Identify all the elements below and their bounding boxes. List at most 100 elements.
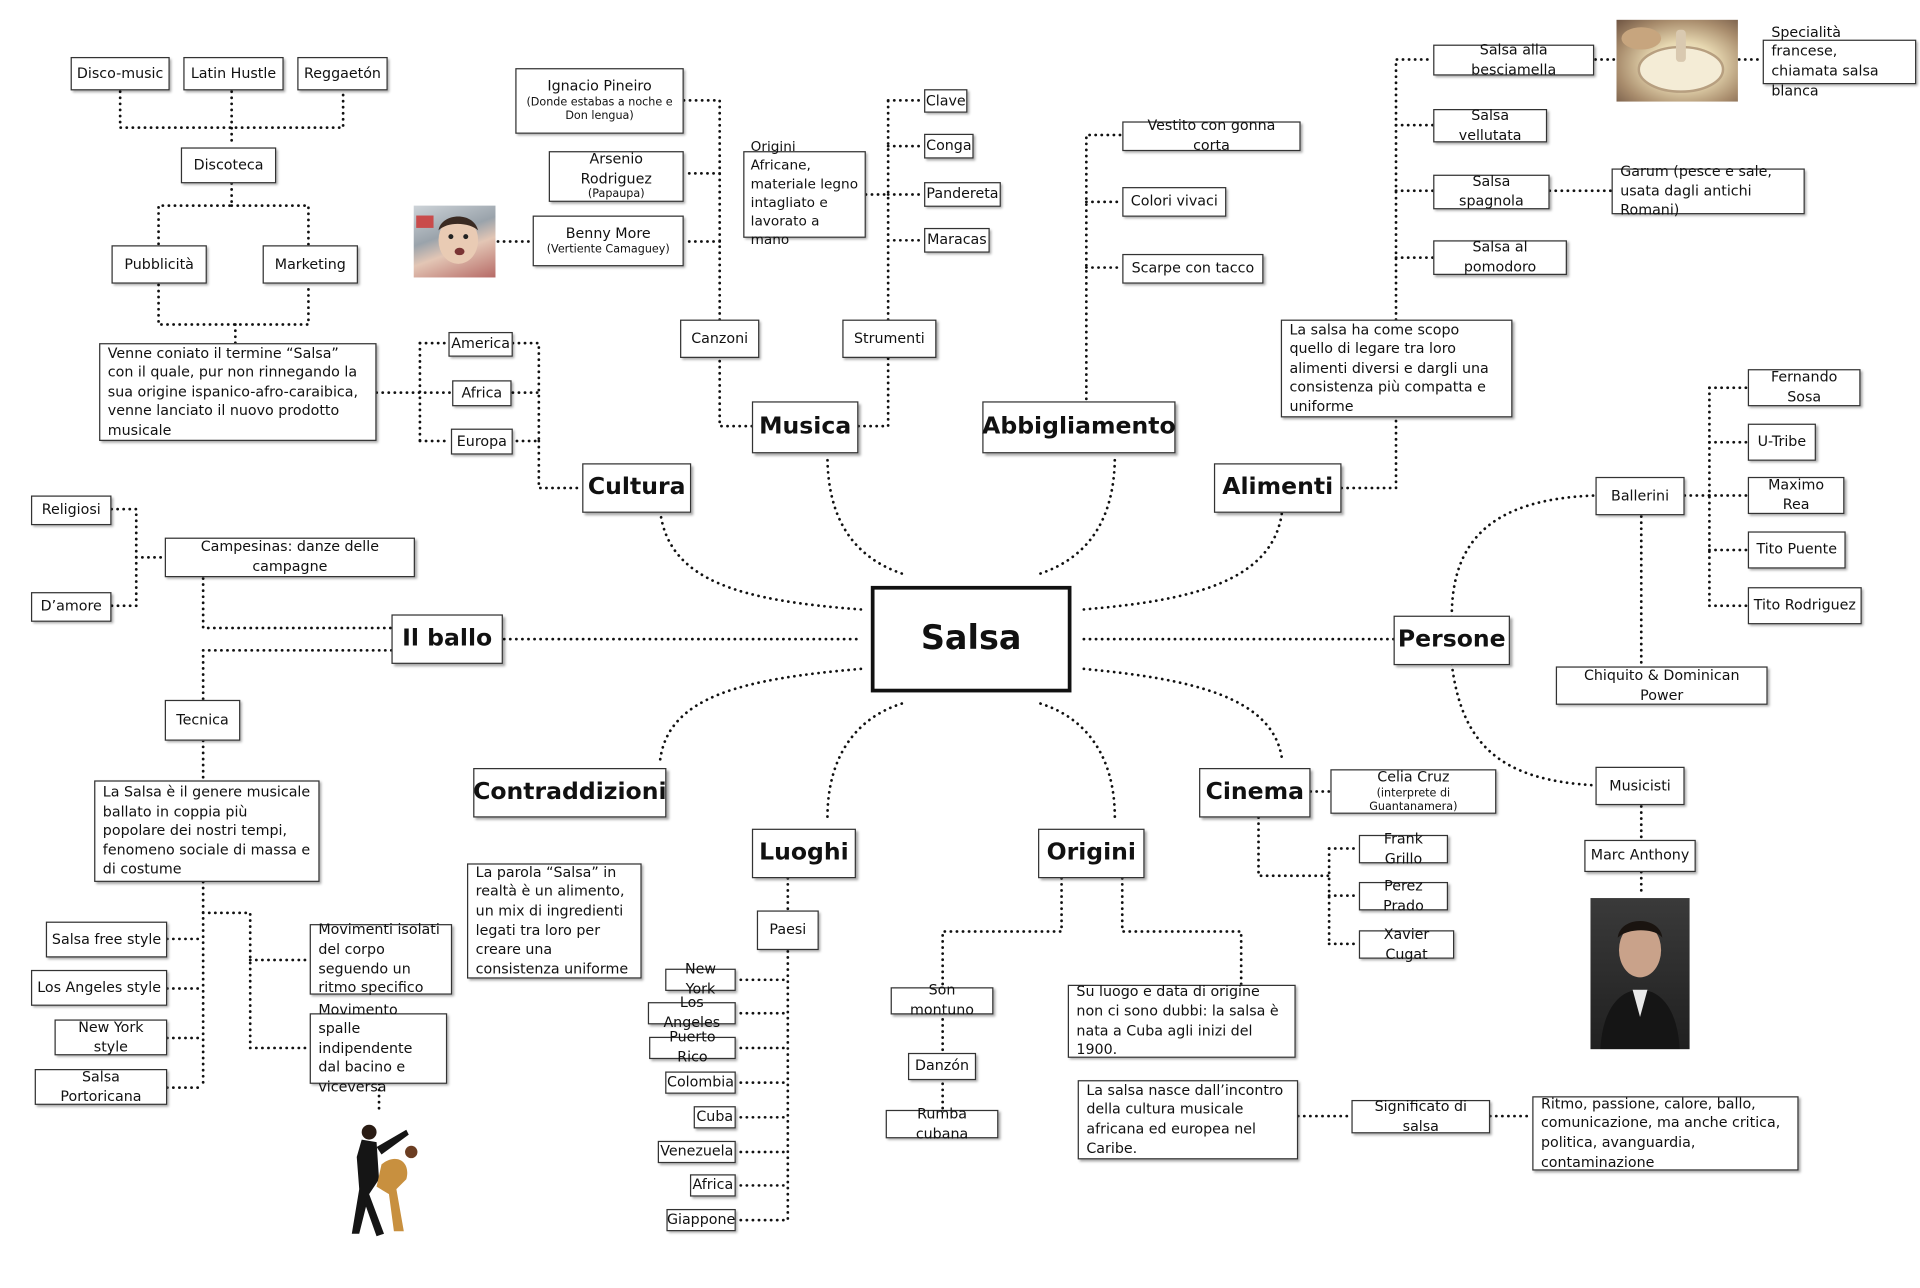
node-significato[interactable]: Significato di salsa — [1351, 1097, 1491, 1134]
node-luogo-data[interactable]: Su luogo e data di origine non ci sono d… — [1067, 983, 1296, 1058]
place-venezuela[interactable]: Venezuela — [657, 1140, 736, 1164]
topic-alimenti[interactable]: Alimenti — [1213, 463, 1342, 513]
place-new-york[interactable]: New York — [665, 961, 736, 997]
node-clave[interactable]: Clave — [924, 89, 968, 113]
face-icon — [416, 215, 479, 264]
node-danzon[interactable]: Danzón — [907, 1052, 977, 1081]
node-los-angeles-style[interactable]: Los Angeles style — [30, 969, 168, 1006]
node-origini-strumenti[interactable]: Origini Africane, materiale legno intagl… — [743, 139, 866, 247]
node-besciamella[interactable]: Salsa alla besciamella — [1433, 41, 1595, 77]
node-marketing[interactable]: Marketing — [262, 245, 358, 284]
rodriguez-songs: (Papaupa) — [587, 188, 645, 202]
topic-cultura[interactable]: Cultura — [582, 463, 692, 513]
node-discoteca[interactable]: Discoteca — [180, 147, 277, 184]
node-damore[interactable]: D’amore — [30, 592, 112, 622]
celia-note: (interprete di Guantanamera) — [1369, 787, 1458, 814]
node-vestito[interactable]: Vestito con gonna corta — [1122, 117, 1301, 154]
place-puerto-rico[interactable]: Puerto Rico — [649, 1029, 736, 1065]
node-son-montuno[interactable]: Son montuno — [890, 982, 994, 1018]
topic-luoghi[interactable]: Luoghi — [751, 828, 856, 879]
node-paesi[interactable]: Paesi — [756, 910, 819, 951]
dancers-photo — [332, 1115, 431, 1239]
topic-abbigliamento[interactable]: Abbigliamento — [982, 401, 1176, 454]
node-tito-puente[interactable]: Tito Puente — [1747, 531, 1846, 569]
node-incontro-culture[interactable]: La salsa nasce dall’incontro della cultu… — [1077, 1080, 1299, 1160]
rodriguez-name: Arsenio Rodriguez — [580, 150, 652, 187]
node-pomodoro[interactable]: Salsa al pomodoro — [1433, 238, 1567, 275]
node-rumba-cubana[interactable]: Rumba cubana — [885, 1105, 999, 1141]
node-disco-music[interactable]: Disco-music — [70, 56, 170, 91]
node-vellutata[interactable]: Salsa vellutata — [1433, 107, 1548, 143]
node-latin-hustle[interactable]: Latin Hustle — [183, 56, 284, 91]
node-ritmo-passione[interactable]: Ritmo, passione, calore, ballo, comunica… — [1532, 1095, 1799, 1171]
pineiro-name: Ignacio Pineiro — [547, 77, 652, 95]
place-los-angeles[interactable]: Los Angeles — [647, 994, 736, 1031]
node-fernando-sosa[interactable]: Fernando Sosa — [1747, 368, 1861, 407]
node-scopo-salsa[interactable]: La salsa ha come scopo quello di legare … — [1280, 319, 1513, 418]
place-cuba[interactable]: Cuba — [693, 1106, 736, 1129]
node-benny-more[interactable]: Benny More(Vertiente Camaguey) — [532, 215, 684, 267]
marc-anthony-photo — [1590, 898, 1690, 1050]
celia-name: Celia Cruz — [1377, 767, 1450, 786]
node-salsa-free-style[interactable]: Salsa free style — [45, 921, 168, 958]
node-perez-prado[interactable]: Perez Prado — [1358, 877, 1449, 914]
topic-musica[interactable]: Musica — [751, 401, 859, 454]
topic-cinema[interactable]: Cinema — [1199, 767, 1311, 818]
sauce-pan-icon — [1621, 27, 1725, 93]
node-specialita-francese[interactable]: Specialità francese, chiamata salsa blan… — [1762, 23, 1917, 98]
node-canzoni[interactable]: Canzoni — [680, 319, 760, 358]
node-tecnica[interactable]: Tecnica — [164, 699, 241, 741]
topic-contraddizioni[interactable]: Contraddizioni — [473, 767, 667, 818]
node-marc-anthony[interactable]: Marc Anthony — [1584, 839, 1696, 873]
more-songs: (Vertiente Camaguey) — [546, 243, 670, 256]
topic-origini[interactable]: Origini — [1038, 828, 1145, 879]
node-ignacio-pineiro[interactable]: Ignacio Pineiro(Donde estabas a noche e … — [515, 68, 684, 134]
node-pandereta[interactable]: Pandereta — [924, 182, 1001, 207]
pineiro-songs: (Donde estabas a noche e Don lengua) — [526, 96, 673, 123]
node-reggaeton[interactable]: Reggaetón — [297, 56, 388, 91]
node-chiquito[interactable]: Chiquito & Dominican Power — [1555, 666, 1768, 705]
node-salsa-portoricana[interactable]: Salsa Portoricana — [34, 1068, 168, 1105]
node-movimenti-isolati[interactable]: Movimenti isolati del corpo seguendo un … — [309, 921, 453, 996]
node-america[interactable]: America — [448, 331, 513, 357]
node-maximo-rea[interactable]: Maximo Rea — [1747, 476, 1845, 515]
node-ballerini[interactable]: Ballerini — [1595, 476, 1685, 516]
benny-more-photo — [413, 205, 496, 278]
node-new-york-style[interactable]: New York style — [54, 1018, 168, 1056]
node-garum[interactable]: Garum (pesce e sale, usata dagli antichi… — [1611, 163, 1805, 218]
node-parola-salsa[interactable]: La parola “Salsa” in realtà è un aliment… — [466, 863, 642, 979]
node-xavier-cugat[interactable]: Xavier Cugat — [1358, 925, 1455, 962]
place-colombia[interactable]: Colombia — [665, 1071, 736, 1094]
node-religiosi[interactable]: Religiosi — [30, 495, 112, 526]
node-conga[interactable]: Conga — [924, 133, 974, 159]
central-topic[interactable]: Salsa — [870, 585, 1072, 693]
node-europa[interactable]: Europa — [450, 428, 513, 455]
node-strumenti[interactable]: Strumenti — [842, 319, 937, 358]
node-u-tribe[interactable]: U-Tribe — [1747, 423, 1816, 461]
node-genere-musicale[interactable]: La Salsa è il genere musicale ballato in… — [94, 780, 320, 882]
node-maracas[interactable]: Maracas — [924, 227, 990, 253]
place-giappone[interactable]: Giappone — [666, 1208, 736, 1232]
node-pubblicita[interactable]: Pubblicità — [111, 245, 207, 284]
node-celia-cruz[interactable]: Celia Cruz(interprete di Guantanamera) — [1330, 767, 1497, 814]
node-frank-grillo[interactable]: Frank Grillo — [1358, 830, 1449, 866]
node-termine-salsa[interactable]: Venne coniato il termine “Salsa” con il … — [99, 343, 377, 441]
dancing-couple-icon — [351, 1124, 418, 1237]
node-africa[interactable]: Africa — [452, 380, 512, 407]
node-arsenio-rodriguez[interactable]: Arsenio Rodriguez(Papaupa) — [548, 150, 684, 202]
node-scarpe[interactable]: Scarpe con tacco — [1122, 253, 1264, 284]
besciamella-photo — [1616, 19, 1738, 102]
more-name: Benny More — [565, 224, 651, 242]
node-tito-rodriguez[interactable]: Tito Rodriguez — [1747, 587, 1862, 625]
topic-persone[interactable]: Persone — [1393, 615, 1510, 666]
topic-il-ballo[interactable]: Il ballo — [391, 614, 503, 664]
node-campesinas[interactable]: Campesinas: danze delle campagne — [164, 537, 415, 578]
place-africa[interactable]: Africa — [689, 1174, 736, 1197]
portrait-icon — [1600, 920, 1680, 1050]
node-movimento-bacino[interactable]: Movimento spalle indipendente dal bacino… — [309, 1001, 448, 1095]
node-spagnola[interactable]: Salsa spagnola — [1433, 173, 1550, 210]
node-musicisti[interactable]: Musicisti — [1595, 766, 1685, 806]
node-colori[interactable]: Colori vivaci — [1122, 187, 1227, 217]
